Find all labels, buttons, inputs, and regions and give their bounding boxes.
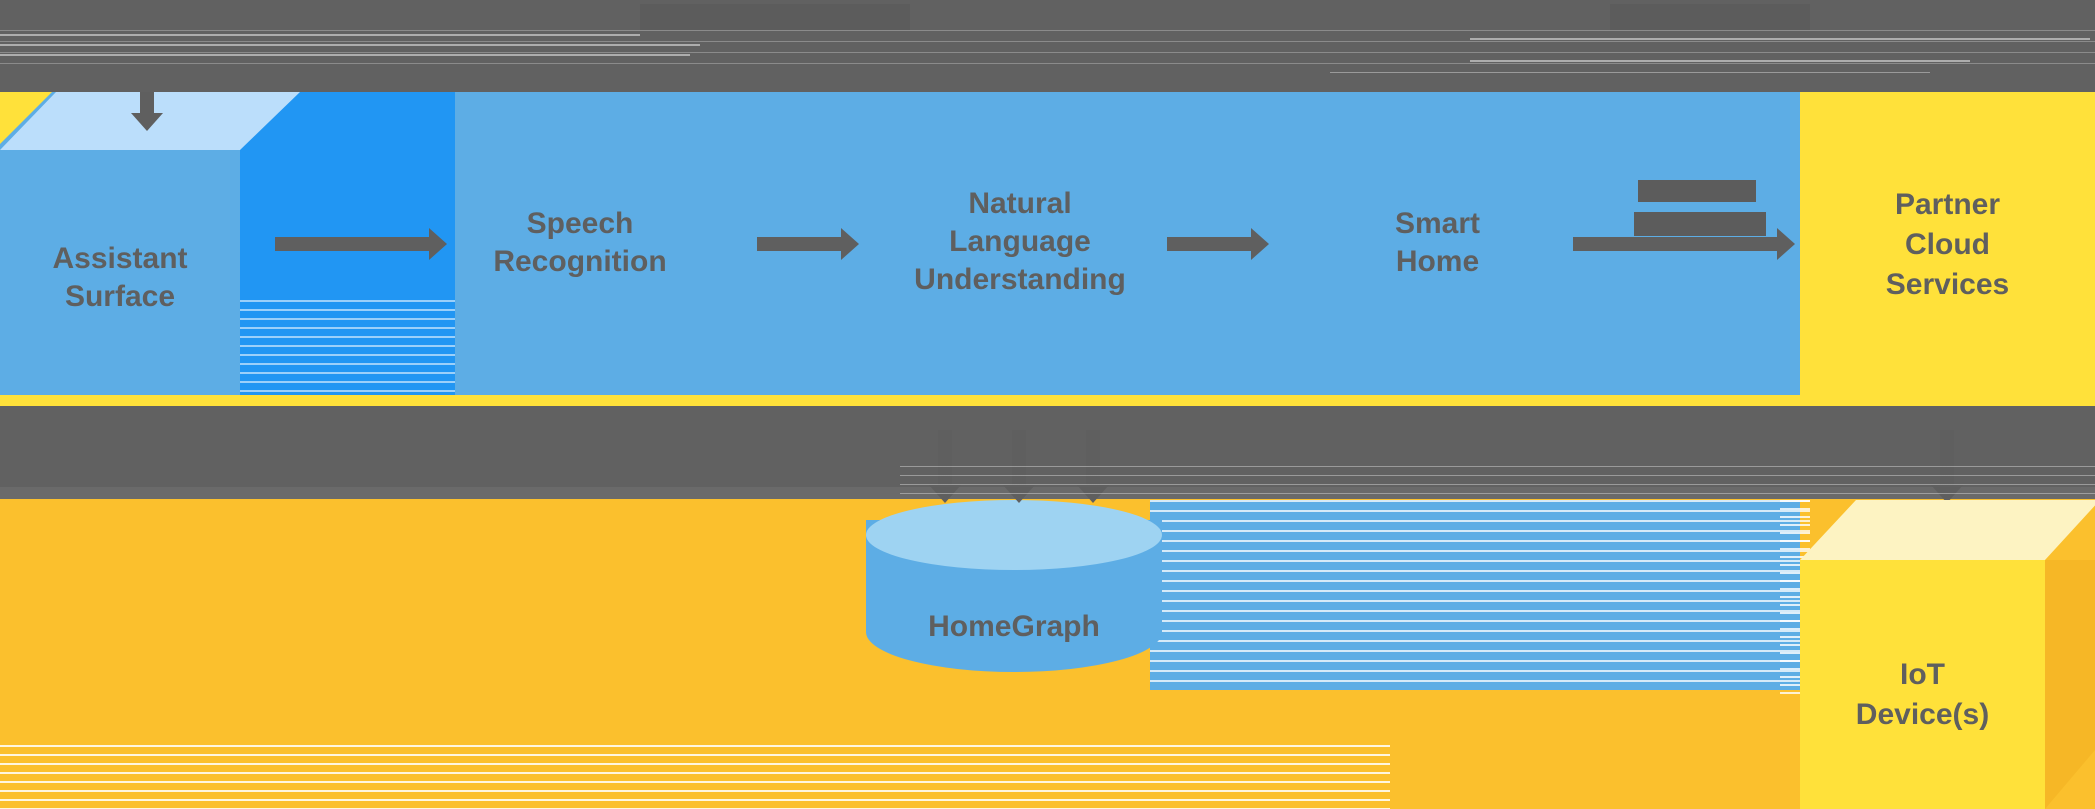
partner-cloud-services-box[interactable] [1800,92,2095,395]
iot-device-box-top [1800,500,2095,560]
homegraph-cylinder-top [866,500,1162,570]
iot-device-label: IoT Device(s) [1800,655,2045,735]
smart-home-label: Smart Home [1330,205,1545,281]
partner-cloud-services-label: Partner Cloud Services [1800,185,2095,305]
partner-line1: Partner [1894,188,2001,221]
edge-label-obscured-upper [1638,180,1756,202]
arrow-smarthome-to-partner [1573,228,1795,260]
arrow-into-homegraph-2 [1003,430,1035,503]
arrow-nlu-to-smarthome [1167,228,1269,260]
arrow-into-homegraph-1 [929,430,961,503]
iot-line2: Device(s) [1855,698,1990,731]
artifact-line [1330,72,1930,73]
band-yellow-divider [0,395,2095,406]
assistant-surface-label: Assistant Surface [0,240,240,316]
arrow-speech-to-nlu [757,228,859,260]
assistant-surface-label-line2: Surface [64,280,176,313]
title-top-right-obscured [1610,4,1810,30]
arrow-into-assistant-surface [131,92,163,131]
nlu-label: Natural Language Understanding [880,185,1160,299]
artifact-line [0,54,690,56]
iot-device-box[interactable] [1800,560,2045,809]
arrow-assistant-to-speech [275,228,447,260]
iot-line1: IoT [1900,658,1945,691]
smart-home-line1: Smart [1394,207,1481,240]
artifact-line [1470,38,2090,40]
speech-recognition-line2: Recognition [493,245,667,278]
nlu-line1: Natural [968,187,1072,220]
bottom-blue-slab [1150,500,1800,690]
nlu-line2: Language [949,225,1091,258]
partner-line3: Services [1885,268,2010,301]
arrow-into-homegraph-3 [1077,430,1109,503]
edge-label-obscured-lower [1634,212,1766,236]
speech-recognition-line1: Speech [526,207,634,240]
artifact-line [1470,60,1970,62]
homegraph-label: HomeGraph [928,610,1100,643]
assistant-surface-box[interactable] [0,150,240,395]
smart-home-line2: Home [1395,245,1480,278]
speech-recognition-label: Speech Recognition [455,205,705,281]
nlu-line3: Understanding [914,263,1126,296]
assistant-surface-label-line1: Assistant [52,242,188,275]
artifact-line [0,44,700,46]
arrow-into-iot-device [1931,430,1963,503]
band-gray-middle-2 [0,487,2095,499]
partner-line2: Cloud [1905,228,1990,261]
title-top-left-obscured [640,4,910,30]
artifact-line [0,34,640,36]
band-gray-middle [0,406,2095,498]
